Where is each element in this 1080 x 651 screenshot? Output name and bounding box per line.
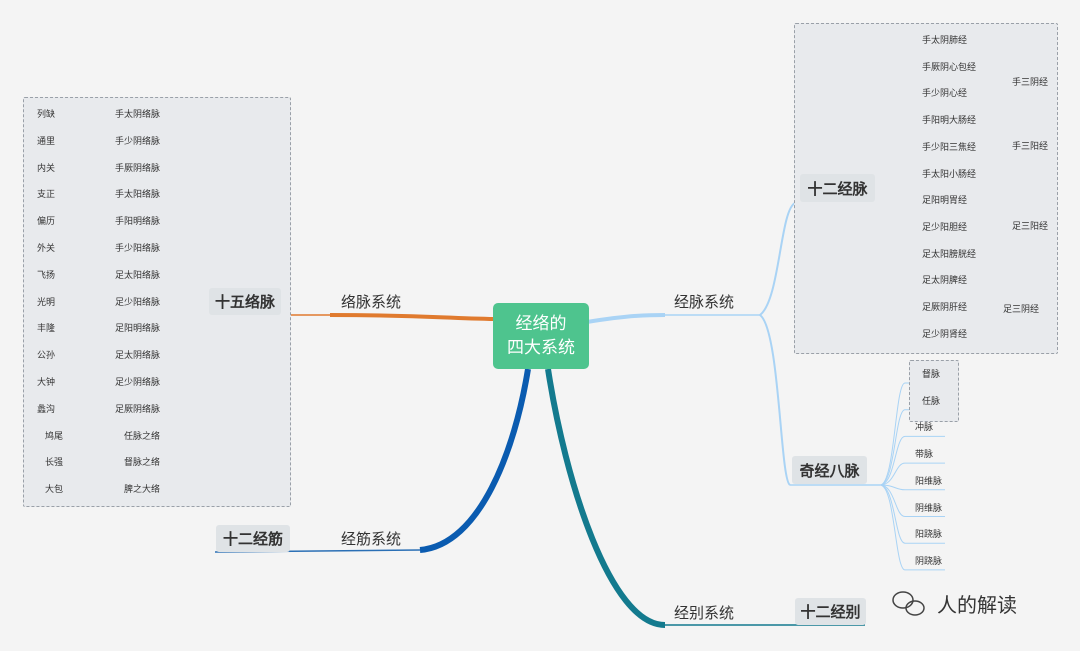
dumai-renmai-frame (909, 360, 959, 422)
luomai-point: 光明 (37, 297, 56, 308)
jingmai-item: 足阳明胃经 (922, 196, 968, 207)
jingmai-item: 手太阳小肠经 (922, 169, 977, 180)
node-shier-jingjin[interactable]: 十二经筋 (216, 525, 290, 552)
group-zu-sanyang: 足三阳经 (1012, 222, 1049, 232)
qijing-item-lines (879, 382, 945, 571)
node-qijing-bamai[interactable]: 奇经八脉 (792, 456, 867, 484)
branch-jingjin[interactable]: 经筋系统 (341, 530, 402, 548)
brand-name: 人的解读 (937, 593, 1017, 617)
node-shier-jingmai[interactable]: 十二经脉 (800, 174, 875, 202)
qijing-item: 阴维脉 (915, 503, 943, 514)
center-node[interactable]: 经络的 四大系统 (493, 303, 589, 369)
qijing-item: 冲脉 (915, 423, 934, 434)
branch-line-jingmai (586, 313, 666, 324)
luomai-name: 足阳明络脉 (115, 324, 161, 335)
group-zu-sanyin: 足三阴经 (1003, 305, 1040, 315)
qijing-line (879, 484, 945, 571)
jingmai-item: 手少阳三焦经 (922, 142, 977, 153)
center-line2: 四大系统 (507, 338, 575, 358)
luomai-name: 手少阴络脉 (115, 136, 161, 147)
qijing-item: 阳维脉 (915, 476, 943, 487)
jingmai-item: 手少阴心经 (922, 89, 968, 100)
luomai-name: 足厥阴络脉 (115, 404, 161, 415)
qijing-line (879, 435, 945, 486)
branch-jingmai[interactable]: 经脉系统 (674, 293, 735, 311)
luomai-point: 大包 (45, 485, 64, 496)
branch-line-jingjin (419, 368, 531, 553)
group-shou-sanyang: 手三阳经 (1012, 142, 1049, 152)
qijing-line (879, 409, 945, 486)
qijing-item: 任脉 (922, 396, 941, 407)
luomai-name: 足太阴络脉 (115, 351, 161, 362)
jingmai-item: 足太阴脾经 (922, 276, 968, 287)
luomai-name: 足少阳络脉 (115, 297, 161, 308)
luomai-point: 偏历 (37, 217, 56, 228)
branch-luomai[interactable]: 络脉系统 (341, 293, 402, 311)
luomai-name: 足少阴络脉 (115, 378, 161, 388)
luomai-point: 外关 (37, 244, 56, 254)
group-shou-sanyin: 手三阴经 (1012, 78, 1049, 88)
jingmai-item: 手厥阴心包经 (922, 62, 977, 73)
luomai-name: 手太阳络脉 (115, 190, 161, 201)
qijing-line (879, 462, 945, 486)
luomai-point: 蠡沟 (37, 404, 56, 415)
qijing-line (879, 382, 945, 486)
branch-jingbie[interactable]: 经别系统 (674, 604, 735, 622)
luomai-name: 足太阳络脉 (115, 270, 161, 281)
qijing-item: 督脉 (922, 370, 941, 380)
jingmai-item: 足少阴肾经 (922, 329, 968, 340)
luomai-name: 手阳明络脉 (115, 217, 161, 228)
jingmai-item: 手阳明大肠经 (922, 116, 977, 127)
wechat-icon (892, 591, 925, 616)
luomai-point: 内关 (37, 163, 56, 174)
jingmai-item: 足厥阴肝经 (922, 303, 968, 313)
luomai-point: 鸠尾 (45, 431, 64, 442)
luomai-point: 丰隆 (37, 324, 56, 335)
luomai-point: 大钟 (37, 378, 56, 388)
luomai-point: 列缺 (37, 110, 56, 120)
luomai-point: 飞扬 (37, 270, 56, 281)
luomai-point: 长强 (45, 458, 64, 469)
qijing-item: 阴跷脉 (915, 556, 943, 567)
qijing-line (879, 484, 945, 491)
luomai-name: 手太阴络脉 (115, 110, 161, 120)
qijing-item: 带脉 (915, 450, 934, 461)
jingmai-item: 手太阴肺经 (922, 36, 968, 46)
luomai-name: 手厥阴络脉 (115, 163, 161, 174)
branch-line-luomai (329, 313, 496, 321)
luomai-name: 督脉之络 (124, 458, 161, 469)
node-shier-jingbie[interactable]: 十二经别 (795, 598, 866, 625)
luomai-point: 通里 (37, 136, 56, 147)
center-line1: 经络的 (515, 314, 567, 334)
branch-line-jingbie (545, 368, 666, 628)
luomai-name: 任脉之络 (124, 431, 161, 442)
luomai-name: 手少阳络脉 (115, 244, 161, 254)
luomai-point: 支正 (37, 190, 56, 201)
qijing-item: 阳跷脉 (915, 530, 943, 541)
luomai-point: 公孙 (37, 351, 56, 362)
jingmai-item: 足少阳胆经 (922, 222, 968, 233)
luomai-name: 脾之大络 (124, 485, 161, 496)
jingmai-item: 足太阳膀胱经 (922, 249, 977, 260)
node-shiwu-luomai[interactable]: 十五络脉 (209, 288, 281, 315)
